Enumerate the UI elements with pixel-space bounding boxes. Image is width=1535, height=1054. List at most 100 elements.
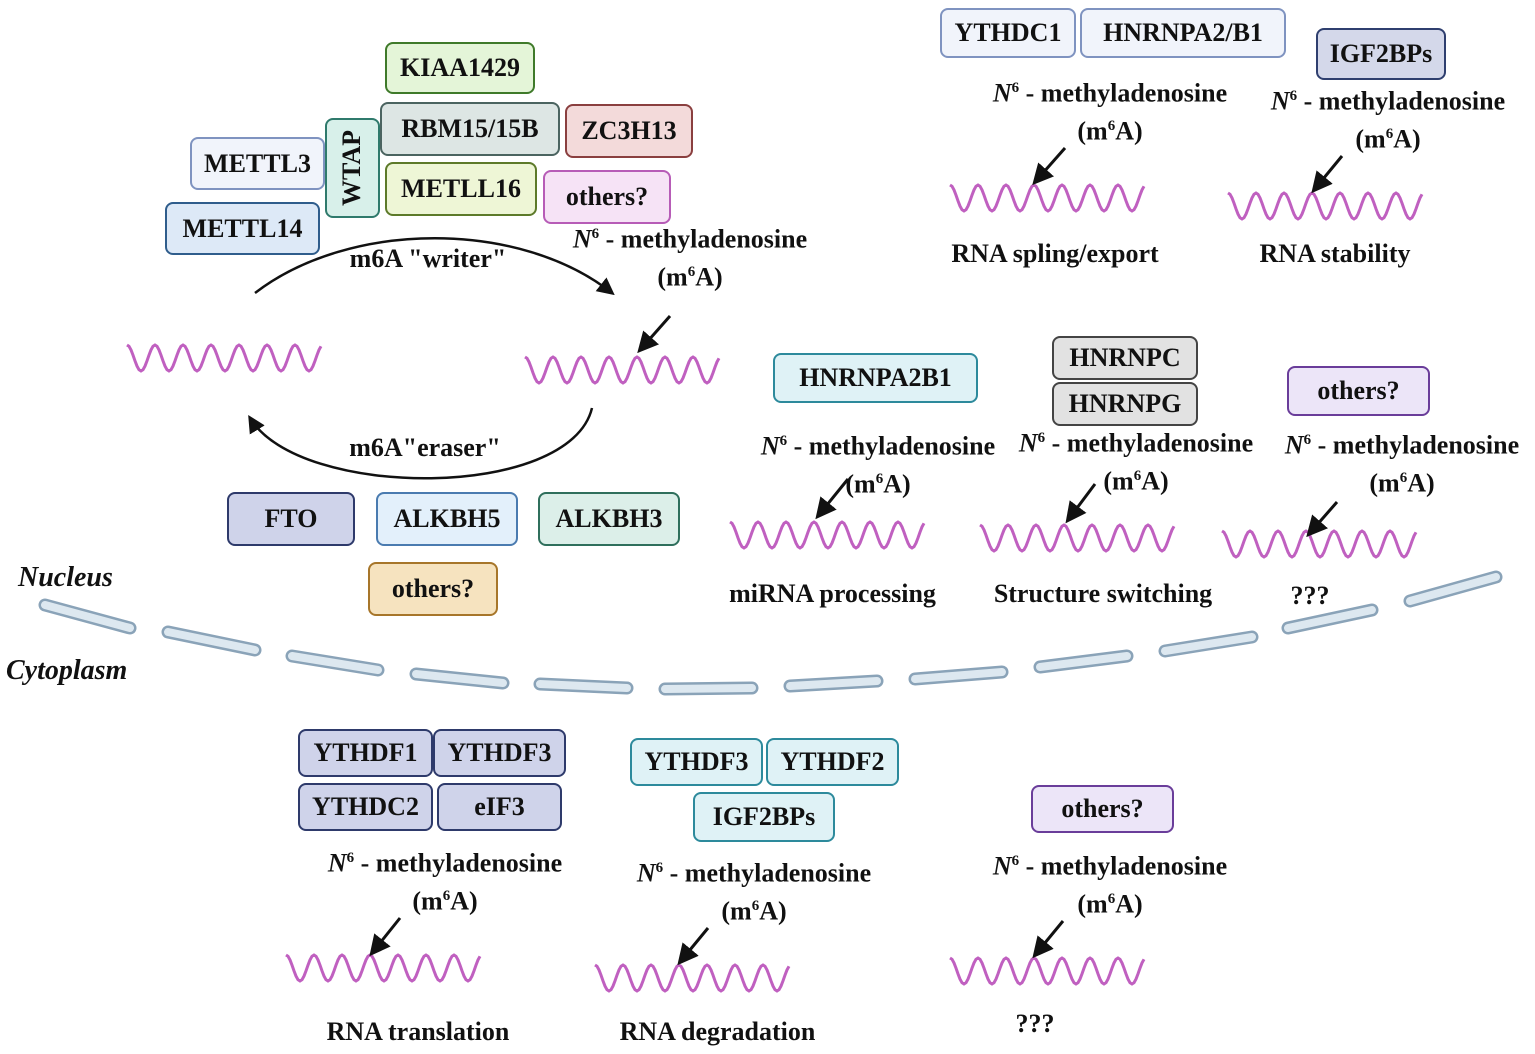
m6a-abbr-sup: 6 — [1133, 467, 1142, 484]
m6a-site-arrow — [815, 478, 850, 520]
m6a-abbr-sup: 6 — [1385, 125, 1394, 142]
function-structure-switching: Structure switching — [993, 579, 1213, 608]
m6a-name: - methyladenosine — [1025, 851, 1228, 881]
m6a-sup: 6 — [1037, 430, 1046, 446]
cytoplasm-others: others? — [1031, 785, 1174, 833]
membrane-segment — [1284, 606, 1376, 632]
m6a-abbr-open: (m — [721, 896, 752, 926]
protein-mettl14: METTL14 — [165, 202, 320, 255]
rna-strand — [524, 355, 721, 385]
membrane-segment — [412, 670, 507, 687]
m6a-n: N — [992, 851, 1012, 881]
protein-kiaa1429: KIAA1429 — [385, 42, 535, 94]
m6a-sup: 6 — [1011, 853, 1020, 869]
m6a-abbr-open: (m — [1369, 468, 1400, 498]
m6a-site-arrow — [1311, 155, 1344, 194]
m6a-abbr-open: (m — [1103, 466, 1134, 496]
function-rna-degradation: RNA degradation — [619, 1017, 816, 1046]
m6a-n: N — [992, 78, 1012, 108]
m6a-label: N6 - methyladenosine (m6A) — [748, 425, 1008, 500]
cytoplasm-label: Cytoplasm — [6, 655, 128, 686]
rna-strand — [594, 963, 791, 993]
protein-mettl3: METTL3 — [190, 137, 325, 190]
m6a-abbr-close: A) — [450, 886, 478, 916]
m6a-abbr-close: A) — [883, 469, 911, 499]
m6a-abbr-close: A) — [1393, 124, 1421, 154]
protein-alkbh3: ALKBH3 — [538, 492, 680, 546]
m6a-name: - methyladenosine — [1317, 430, 1520, 460]
m6a-abbr-sup: 6 — [751, 897, 760, 914]
membrane-segment — [1036, 652, 1131, 671]
protein-ythdf3: YTHDF3 — [433, 729, 566, 777]
eraser-label: m6A"eraser" — [349, 433, 501, 462]
membrane-segment — [41, 601, 134, 632]
m6a-site-arrow — [1065, 483, 1097, 524]
rna-strand — [285, 953, 482, 983]
rna-strand — [729, 520, 926, 550]
m6a-abbr-sup: 6 — [687, 263, 696, 280]
m6a-abbr-sup: 6 — [1107, 890, 1116, 907]
nuclear-membrane — [38, 570, 1503, 696]
m6a-n: N — [1284, 430, 1304, 460]
protein-fto: FTO — [227, 492, 355, 546]
m6a-arrows — [369, 147, 1344, 966]
m6a-name: - methyladenosine — [605, 224, 808, 254]
rna-strand — [949, 183, 1146, 213]
m6a-site-arrow — [1032, 147, 1067, 186]
m6a-site-arrow — [369, 917, 402, 957]
nucleus-label: Nucleus — [18, 562, 113, 593]
membrane-segment — [288, 652, 382, 674]
protein-metll16: METLL16 — [385, 162, 537, 216]
protein-ythdf1: YTHDF1 — [298, 729, 433, 777]
m6a-abbr-sup: 6 — [1107, 117, 1116, 134]
membrane-segment — [911, 668, 1006, 683]
function-mirna-processing: miRNA processing — [729, 579, 936, 608]
m6a-label: N6 - methyladenosine (m6A) — [980, 72, 1240, 147]
m6a-sup: 6 — [1011, 80, 1020, 96]
m6a-abbr-open: (m — [1355, 124, 1386, 154]
protein-zc3h13: ZC3H13 — [565, 104, 693, 158]
protein-ythdf2: YTHDF2 — [766, 738, 899, 786]
protein-hnrnpa2b1: HNRNPA2B1 — [773, 353, 978, 403]
protein-ythdf3: YTHDF3 — [630, 738, 763, 786]
m6a-abbr-open: (m — [1077, 889, 1108, 919]
m6a-sup: 6 — [655, 860, 664, 876]
m6a-sup: 6 — [591, 226, 600, 242]
eraser-arrow — [248, 407, 594, 480]
function-rna-stability: RNA stability — [1259, 239, 1411, 268]
m6a-abbr-close: A) — [1407, 468, 1435, 498]
m6a-name: - methyladenosine — [1025, 78, 1228, 108]
writer-others: others? — [543, 170, 671, 224]
rna-strand — [979, 523, 1176, 553]
m6a-abbr-close: A) — [759, 896, 787, 926]
m6a-sup: 6 — [1303, 432, 1312, 448]
eraser-others: others? — [368, 562, 498, 616]
protein-rbm15: RBM15/15B — [380, 102, 560, 156]
m6a-name: - methyladenosine — [1051, 428, 1254, 458]
protein-wtap: WTAP — [325, 118, 380, 218]
m6a-n: N — [760, 431, 780, 461]
m6a-label: N6 - methyladenosine (m6A) — [1272, 424, 1532, 499]
protein-hnrnpa2-b1: HNRNPA2/B1 — [1080, 8, 1286, 58]
m6a-n: N — [1270, 86, 1290, 116]
m6a-label: N6 - methyladenosine (m6A) — [560, 218, 820, 293]
m6a-sup: 6 — [779, 433, 788, 449]
wtap-label: WTAP — [337, 129, 367, 207]
m6a-site-arrow — [1306, 501, 1339, 538]
rna-strand — [1227, 191, 1424, 221]
membrane-segment — [1161, 633, 1256, 655]
m6a-name: - methyladenosine — [669, 858, 872, 888]
m6a-n: N — [572, 224, 592, 254]
m6a-sup: 6 — [1289, 88, 1298, 104]
rna-strand — [126, 343, 323, 373]
function-rna-splicing-export: RNA spling/export — [951, 239, 1159, 268]
m6a-abbr-open: (m — [1077, 116, 1108, 146]
membrane-segment — [164, 628, 259, 654]
m6a-abbr-open: (m — [845, 469, 876, 499]
membrane-segment — [661, 684, 756, 693]
m6a-label: N6 - methyladenosine (m6A) — [624, 852, 884, 927]
m6a-abbr-open: (m — [657, 262, 688, 292]
nuclear-others: others? — [1287, 366, 1430, 416]
